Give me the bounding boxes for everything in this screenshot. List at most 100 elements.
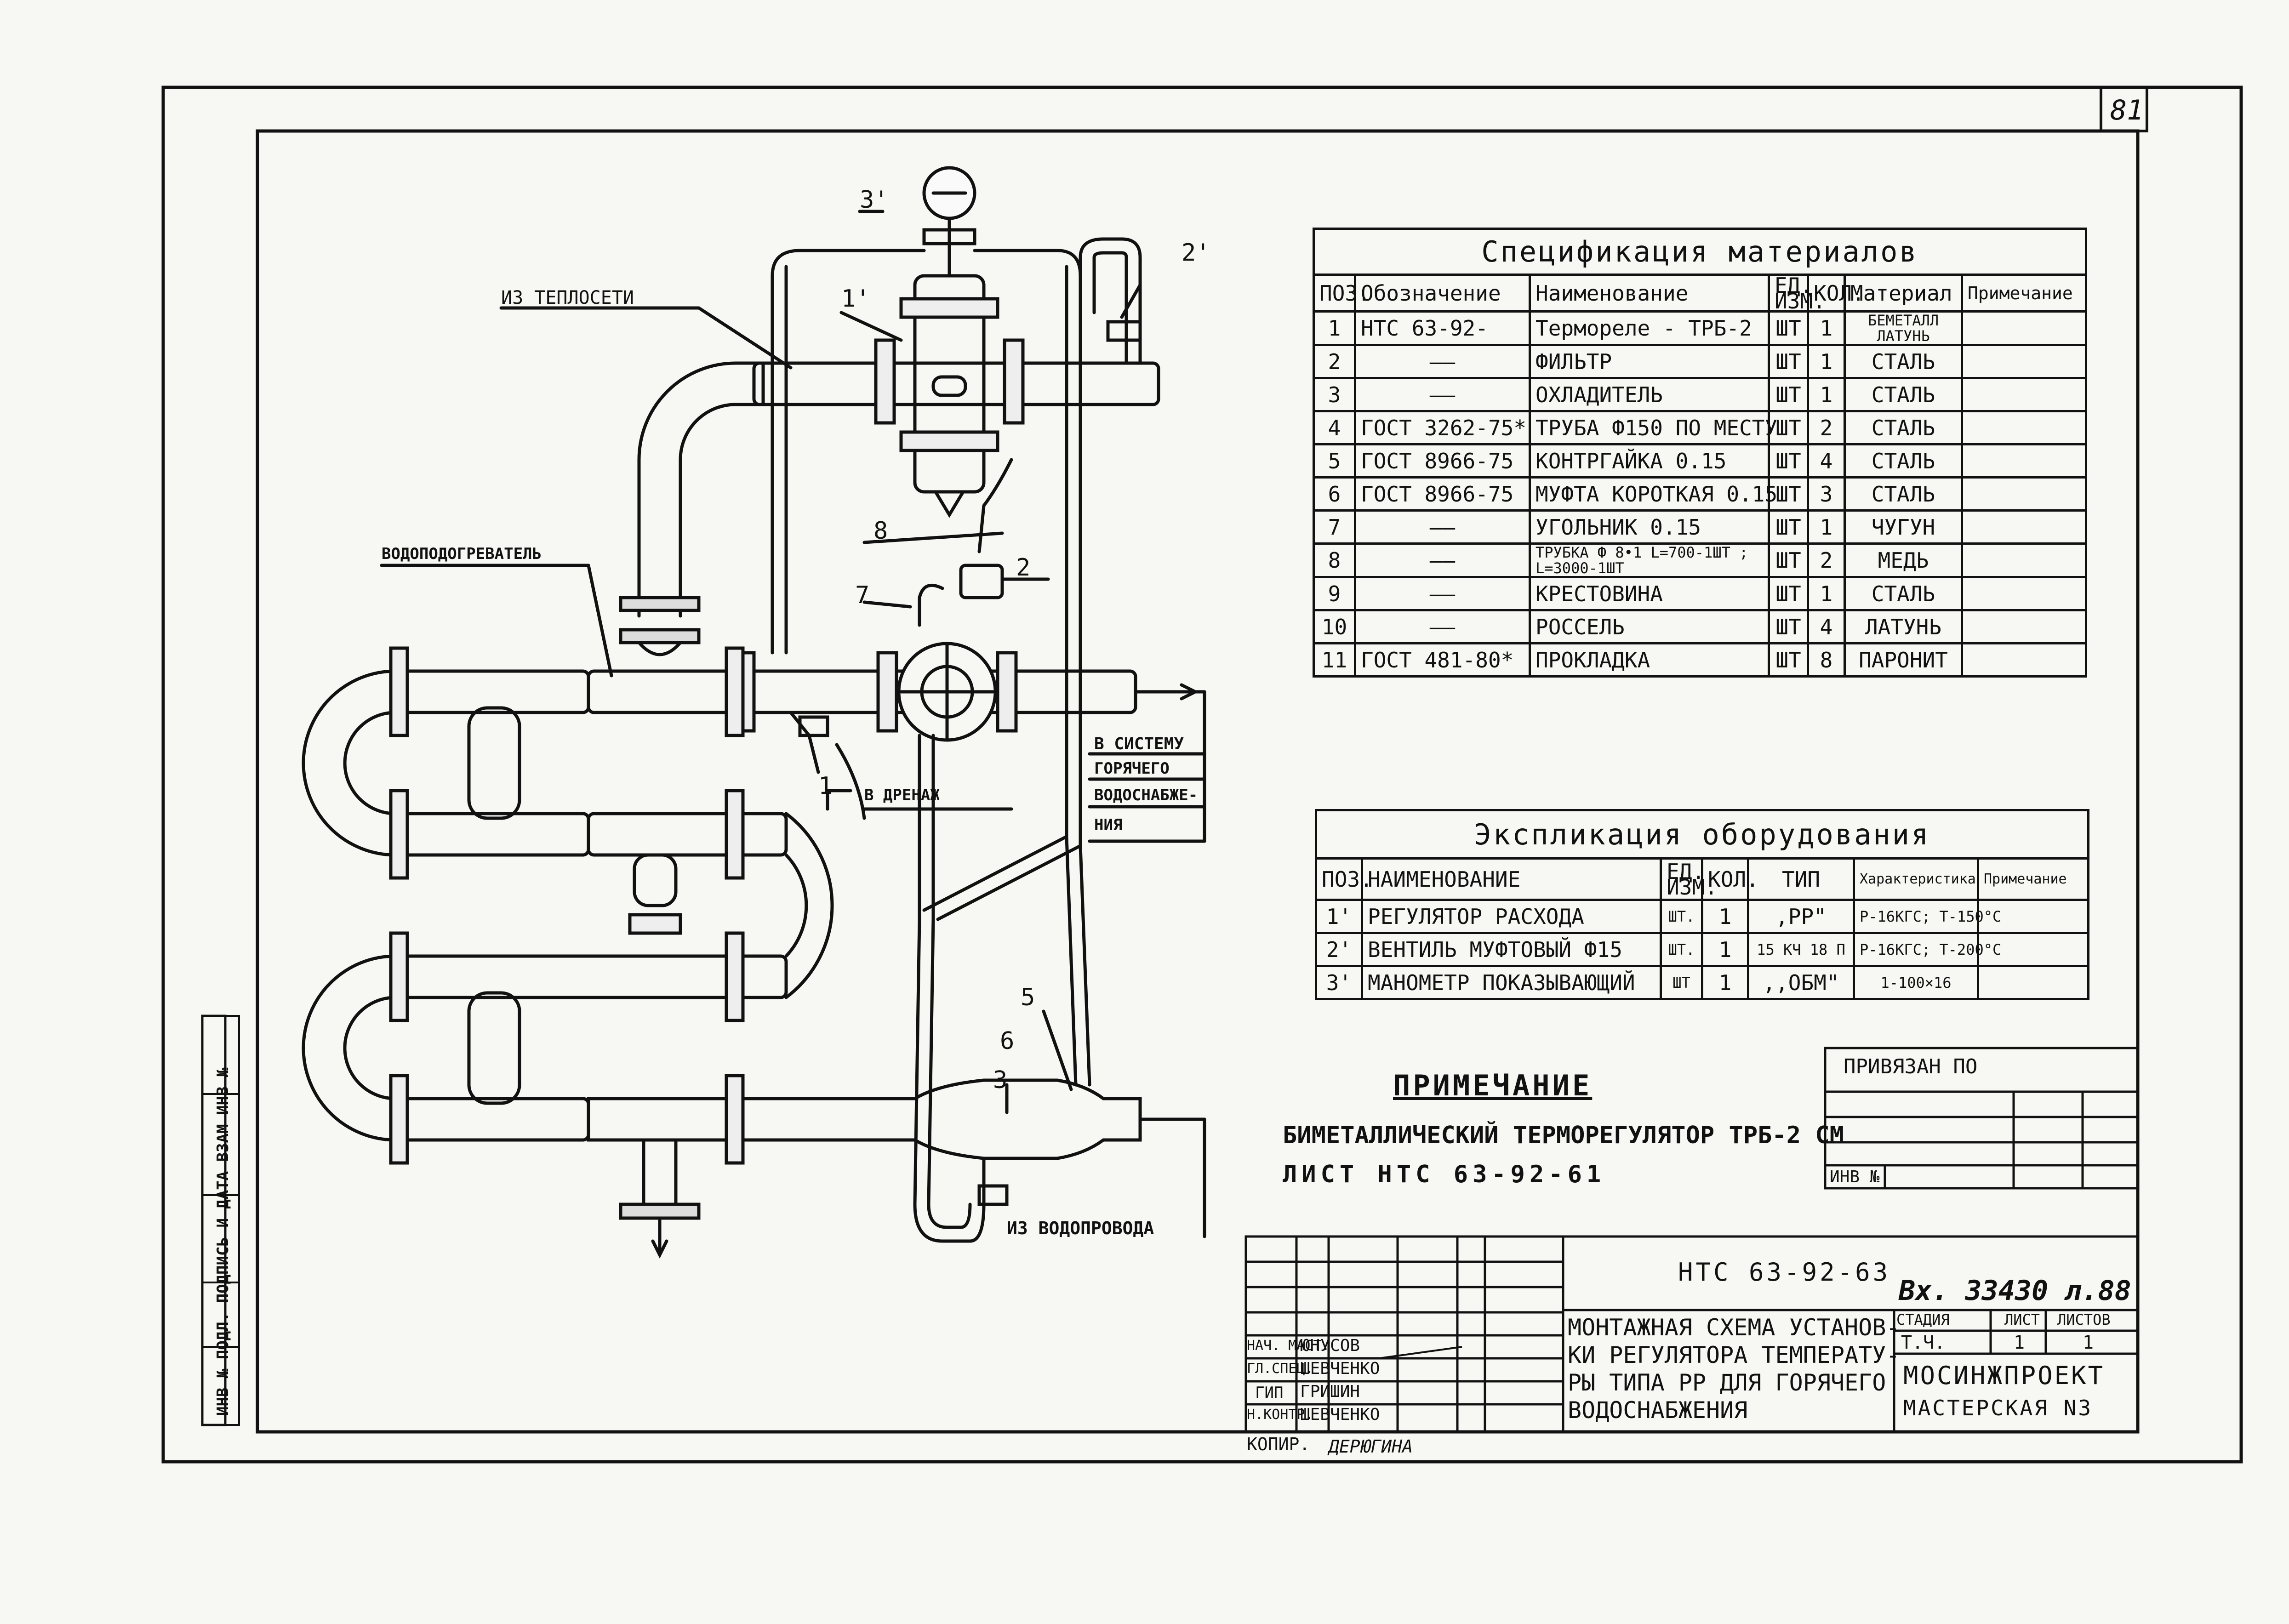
spec-cell: ТРУБА Ф150 ПО МЕСТУ bbox=[1529, 410, 1777, 445]
equip-h-pos: ПОЗ. bbox=[1315, 857, 1373, 901]
drawing-code: НТС 63-92-63 bbox=[1678, 1258, 1891, 1287]
spec-cell: 9 bbox=[1313, 576, 1356, 611]
spec-cell: ШТ bbox=[1768, 542, 1809, 578]
pos-7: 7 bbox=[855, 581, 870, 609]
side-stamp-text: ИНВ № ПОДЛ. ПОДПИСЬ И ДАТА ВЗАМ ИНВ № bbox=[214, 1067, 232, 1416]
spec-cell: ГОСТ 8966-75 bbox=[1354, 443, 1531, 479]
equip-cell: 15 КЧ 18 П bbox=[1747, 932, 1855, 967]
inventory-label: ИНВ № bbox=[1830, 1168, 1880, 1186]
spec-cell: СТАЛЬ bbox=[1844, 476, 1963, 512]
spec-cell: ЧУГУН bbox=[1844, 509, 1963, 545]
equip-cell: 2' bbox=[1315, 932, 1363, 967]
spec-h-designation: Обозначение bbox=[1354, 274, 1531, 313]
equip-cell: ,РР" bbox=[1747, 899, 1855, 934]
spec-cell: СТАЛЬ bbox=[1844, 377, 1963, 412]
label-to-drain: В ДРЕНАЖ bbox=[864, 786, 940, 804]
spec-cell: МЕДЬ bbox=[1844, 542, 1963, 578]
spec-cell: ОХЛАДИТЕЛЬ bbox=[1529, 377, 1770, 412]
equip-cell: ВЕНТИЛЬ МУФТОВЫЙ Ф15 bbox=[1361, 932, 1662, 967]
label-to-system-1: В СИСТЕМУ bbox=[1094, 735, 1184, 753]
equip-cell bbox=[1977, 965, 2089, 1000]
stage-header: СТАДИЯ bbox=[1896, 1311, 1950, 1328]
spec-h-name: Наименование bbox=[1529, 274, 1770, 313]
spec-cell: ПАРОНИТ bbox=[1844, 642, 1963, 678]
spec-cell: ШТ bbox=[1768, 476, 1809, 512]
spec-cell: 10 bbox=[1313, 609, 1356, 644]
outer-frame bbox=[161, 85, 2243, 1464]
spec-cell: 1 bbox=[1807, 509, 1846, 545]
pos-3prime: 3' bbox=[860, 186, 889, 214]
spec-cell: КРЕСТОВИНА bbox=[1529, 576, 1770, 611]
note-title: ПРИМЕЧАНИЕ bbox=[1393, 1069, 1593, 1102]
spec-cell: 1 bbox=[1807, 344, 1846, 379]
copied-name: ДЕРЮГИНА bbox=[1329, 1436, 1413, 1457]
riser-elbow bbox=[637, 361, 765, 618]
upper-main-pipe bbox=[752, 361, 1160, 406]
hot-water-pipe bbox=[587, 669, 1137, 714]
spec-cell: СТАЛЬ bbox=[1844, 443, 1963, 479]
spec-cell: ГОСТ 8966-75 bbox=[1354, 476, 1531, 512]
spec-cell bbox=[1960, 410, 2088, 445]
label-from-heat-network: ИЗ ТЕПЛОСЕТИ bbox=[501, 287, 634, 308]
spec-cell bbox=[1960, 476, 2088, 512]
spec-cell: 5 bbox=[1313, 443, 1356, 479]
spec-cell: 2 bbox=[1313, 344, 1356, 379]
equip-cell: 3' bbox=[1315, 965, 1363, 1000]
spec-cell: ГОСТ 3262-75* bbox=[1354, 410, 1531, 445]
label-water-heater: ВОДОПОДОГРЕВАТЕЛЬ bbox=[382, 545, 542, 563]
spec-cell: 2 bbox=[1807, 542, 1846, 578]
drawing-title-2: КИ РЕГУЛЯТОРА ТЕМПЕРАТУ- bbox=[1568, 1342, 1900, 1368]
spec-cell bbox=[1960, 642, 2088, 678]
note-line-1: БИМЕТАЛЛИЧЕСКИЙ ТЕРМОРЕГУЛЯТОР ТРБ-2 СМ bbox=[1283, 1122, 1844, 1149]
spec-cell: ШТ bbox=[1768, 642, 1809, 678]
equip-cell: Р-16КГС; Т-150°С bbox=[1853, 899, 2001, 934]
spec-cell: 2 bbox=[1807, 410, 1846, 445]
department: МАСТЕРСКАЯ N3 bbox=[1903, 1396, 2093, 1420]
stage-value: Т.Ч. bbox=[1901, 1332, 1946, 1353]
equip-h-type: ТИП bbox=[1747, 857, 1855, 901]
signer-role: ГЛ.СПЕЦ. bbox=[1247, 1361, 1313, 1377]
spec-cell: ТРУБКА Ф 8•1 L=700-1ШТ ; L=3000-1ШТ bbox=[1529, 542, 1770, 578]
label-to-system-3: ВОДОСНАБЖЕ- bbox=[1094, 786, 1198, 804]
note-line-2: ЛИСТ НТС 63-92-61 bbox=[1283, 1161, 1606, 1188]
spec-cell: КОНТРГАЙКА 0.15 bbox=[1529, 443, 1770, 479]
spec-cell: ШТ bbox=[1768, 344, 1809, 379]
spec-cell: 4 bbox=[1807, 609, 1846, 644]
spec-cell: ШТ bbox=[1768, 377, 1809, 412]
cold-water-pipe bbox=[587, 1078, 1142, 1160]
spec-cell: 3 bbox=[1807, 476, 1846, 512]
sheet-value: 1 bbox=[2014, 1332, 2025, 1353]
u-bend-3 bbox=[302, 954, 397, 1142]
organization: МОСИНЖПРОЕКТ bbox=[1903, 1361, 2105, 1390]
equipment-table: Экспликация оборудования ПОЗ. НАИМЕНОВАН… bbox=[1315, 809, 2089, 1000]
spec-cell bbox=[1960, 443, 2088, 479]
u-bend-2 bbox=[784, 812, 834, 999]
spec-caption: Спецификация материалов bbox=[1312, 228, 2088, 276]
spec-cell: ЛАТУНЬ bbox=[1844, 609, 1963, 644]
spec-cell: 8 bbox=[1807, 642, 1846, 678]
equip-h-name: НАИМЕНОВАНИЕ bbox=[1361, 857, 1662, 901]
spec-cell bbox=[1960, 609, 2088, 644]
equip-cell: РЕГУЛЯТОР РАСХОДА bbox=[1361, 899, 1662, 934]
signer-role: НАЧ. МАСТ. bbox=[1247, 1338, 1330, 1354]
equip-cell: ШТ bbox=[1660, 965, 1703, 1000]
spec-cell: СТАЛЬ bbox=[1844, 344, 1963, 379]
copied-header: КОПИР. bbox=[1247, 1434, 1310, 1454]
spec-cell bbox=[1960, 344, 2088, 379]
signer-name: ГРИШИН bbox=[1300, 1382, 1360, 1401]
equip-h-unit: ЕД. ИЗМ. bbox=[1660, 857, 1718, 901]
label-to-system-2: ГОРЯЧЕГО bbox=[1094, 759, 1170, 778]
sheet-number-box bbox=[2100, 86, 2148, 132]
pos-8: 8 bbox=[873, 517, 888, 545]
spec-cell: 4 bbox=[1313, 410, 1356, 445]
spec-cell: —— bbox=[1354, 377, 1531, 412]
